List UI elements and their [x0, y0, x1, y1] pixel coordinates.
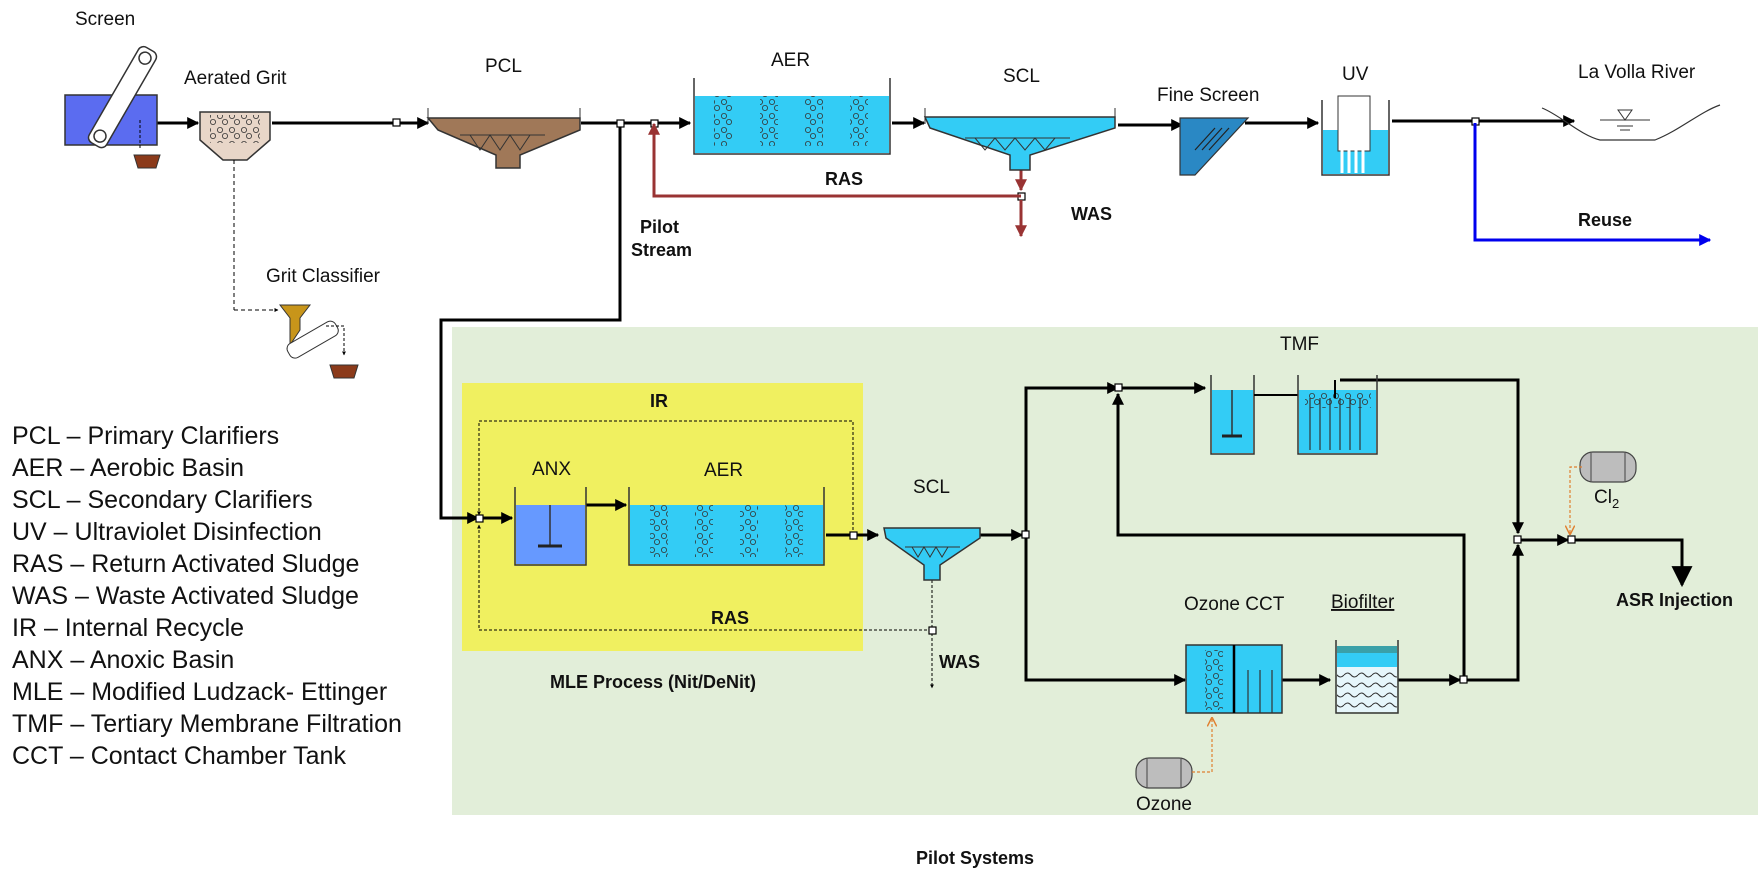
label-biofilter: Biofilter: [1331, 592, 1395, 613]
abbreviation-legend: PCL – Primary Clarifiers AER – Aerobic B…: [12, 420, 402, 772]
label-ozone: Ozone: [1136, 794, 1192, 815]
ras-recycle-line-pilot: [477, 524, 932, 631]
aer-basin-pilot: [628, 487, 825, 566]
ir-recycle-line: [477, 420, 854, 535]
label-was-top: WAS: [1071, 204, 1112, 224]
aerated-grit-tank: [199, 111, 279, 312]
label-reuse: Reuse: [1578, 210, 1632, 230]
label-pilot-systems: Pilot Systems: [916, 848, 1034, 868]
screen-unit: [64, 45, 161, 169]
label-fine-screen: Fine Screen: [1157, 85, 1259, 106]
scl-clarifier-pilot: [883, 527, 981, 581]
label-anx: ANX: [532, 459, 571, 480]
label-cl2: Cl2: [1594, 487, 1619, 511]
ozone-cylinder: [1135, 757, 1193, 789]
main-flow-line: [157, 115, 1576, 524]
anx-basin: [514, 487, 587, 566]
legend-item: WAS – Waste Activated Sludge: [12, 582, 359, 610]
label-uv: UV: [1342, 64, 1369, 85]
label-scl-pilot: SCL: [913, 477, 950, 498]
label-was-pilot: WAS: [939, 652, 980, 672]
label-pilot-stream-2: Stream: [631, 240, 692, 260]
legend-item: AER – Aerobic Basin: [12, 454, 245, 482]
label-ozone-cct: Ozone CCT: [1184, 594, 1285, 615]
pcl-clarifier: [426, 108, 581, 169]
label-screen: Screen: [75, 9, 135, 30]
legend-item: RAS – Return Activated Sludge: [12, 550, 360, 578]
legend-item: PCL – Primary Clarifiers: [12, 422, 280, 450]
label-ras-top: RAS: [825, 169, 863, 189]
aer-basin-top: [693, 78, 891, 155]
legend-item: CCT – Contact Chamber Tank: [12, 742, 346, 770]
fine-screen: [1179, 117, 1250, 176]
junction-nodes-pilot: [475, 383, 1576, 684]
legend-item: IR – Internal Recycle: [12, 614, 245, 642]
label-aerated-grit: Aerated Grit: [184, 68, 287, 89]
pilot-flow-lines: [482, 378, 1693, 686]
label-ras-pilot: RAS: [711, 608, 749, 628]
legend-item: TMF – Tertiary Membrane Filtration: [12, 710, 402, 738]
uv-channel: [1321, 95, 1390, 176]
ozone-cct-tank: [1185, 644, 1283, 714]
label-pilot-stream-1: Pilot: [640, 217, 679, 237]
label-ir: IR: [650, 391, 668, 411]
label-river: La Volla River: [1578, 62, 1696, 83]
ras-return-line: [648, 122, 1021, 198]
reuse-line: [1473, 123, 1712, 246]
label-tmf: TMF: [1280, 334, 1319, 355]
label-grit-classifier: Grit Classifier: [266, 266, 381, 287]
cl2-feed-line: [1570, 466, 1582, 534]
label-mle-process: MLE Process (Nit/DeNit): [550, 672, 756, 692]
label-asr-injection: ASR Injection: [1616, 590, 1733, 610]
legend-item: UV – Ultraviolet Disinfection: [12, 518, 322, 546]
label-aer-pilot: AER: [704, 460, 743, 481]
grit-classifier: [278, 304, 359, 379]
legend-item: ANX – Anoxic Basin: [12, 646, 235, 674]
biofilter-tank: [1335, 640, 1399, 714]
scl-clarifier-top: [923, 108, 1116, 171]
ozone-feed-line: [1192, 718, 1212, 773]
label-pcl: PCL: [485, 56, 522, 77]
la-volla-river: [1541, 104, 1721, 141]
label-scl-top: SCL: [1003, 66, 1040, 87]
legend-item: SCL – Secondary Clarifiers: [12, 486, 313, 514]
tmf-unit: [1210, 375, 1378, 455]
cl2-cylinder: [1579, 451, 1637, 483]
label-aer-top: AER: [771, 50, 810, 71]
legend-item: MLE – Modified Ludzack- Ettinger: [12, 678, 388, 706]
